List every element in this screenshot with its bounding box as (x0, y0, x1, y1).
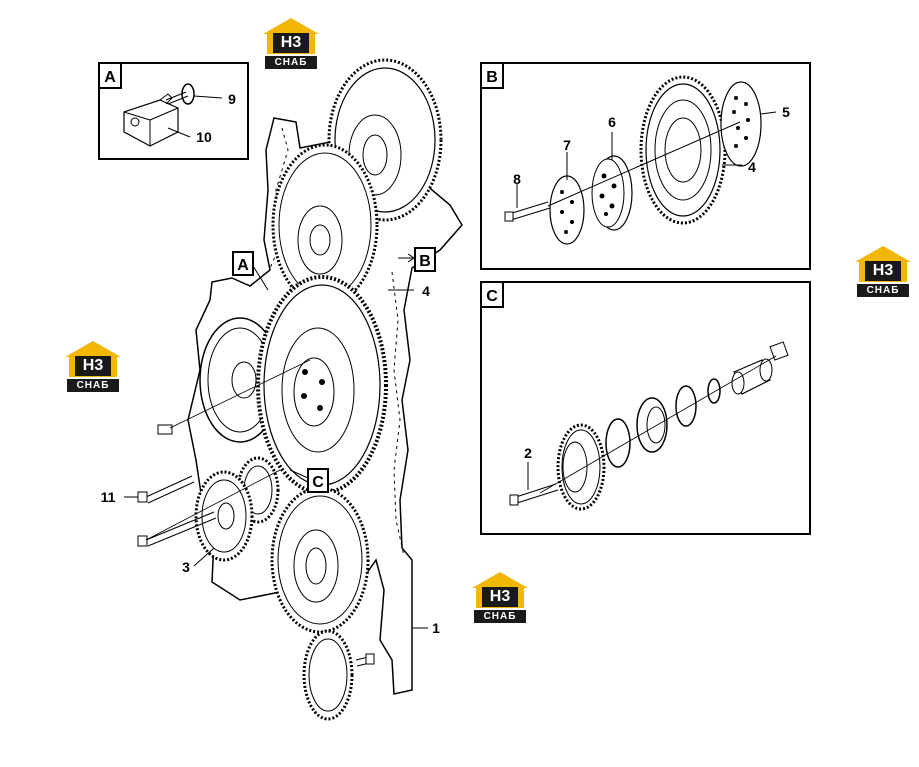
detail-panel-c: C 2 (480, 281, 811, 535)
bottom-gear (302, 629, 354, 721)
callout-5: 5 (782, 104, 790, 120)
shaft (731, 341, 789, 395)
callout-4-main: 4 (422, 283, 430, 299)
callout-8: 8 (513, 171, 521, 187)
upper-gear (271, 143, 379, 307)
ref-b-label: B (419, 253, 431, 270)
callout-11: 11 (101, 489, 116, 505)
hub (591, 155, 633, 231)
callout-9: 9 (228, 91, 236, 107)
pump-gear (270, 486, 370, 634)
ref-a-label: A (237, 257, 249, 274)
idler-gear (556, 423, 606, 511)
panel-c-letter: C (486, 288, 498, 305)
timing-gear-assembly: A B C 4 1 11 3 (101, 58, 463, 721)
callout-6: 6 (608, 114, 616, 130)
watermark-logo: H3 СНАБ (65, 341, 121, 393)
drive-plate (549, 175, 585, 245)
crank-gear (256, 275, 388, 495)
callout-7: 7 (563, 137, 571, 153)
detail-panel-b: B (480, 62, 811, 270)
watermark-logo: H3 СНАБ (855, 246, 911, 298)
cover-plate (720, 81, 762, 167)
callout-3: 3 (182, 559, 190, 575)
callout-10: 10 (196, 129, 212, 145)
callout-4-b: 4 (748, 159, 756, 175)
detail-panel-a: A 9 10 (98, 62, 249, 160)
ref-c-label: C (312, 474, 324, 491)
panel-a-letter: A (104, 69, 116, 86)
gear-3 (194, 470, 254, 562)
bearing (636, 397, 668, 453)
callout-2: 2 (524, 445, 532, 461)
watermark-logo: H3 СНАБ (263, 18, 319, 70)
watermark-logo: H3 СНАБ (472, 572, 528, 624)
panel-b-letter: B (486, 69, 498, 86)
callout-1: 1 (432, 620, 440, 636)
